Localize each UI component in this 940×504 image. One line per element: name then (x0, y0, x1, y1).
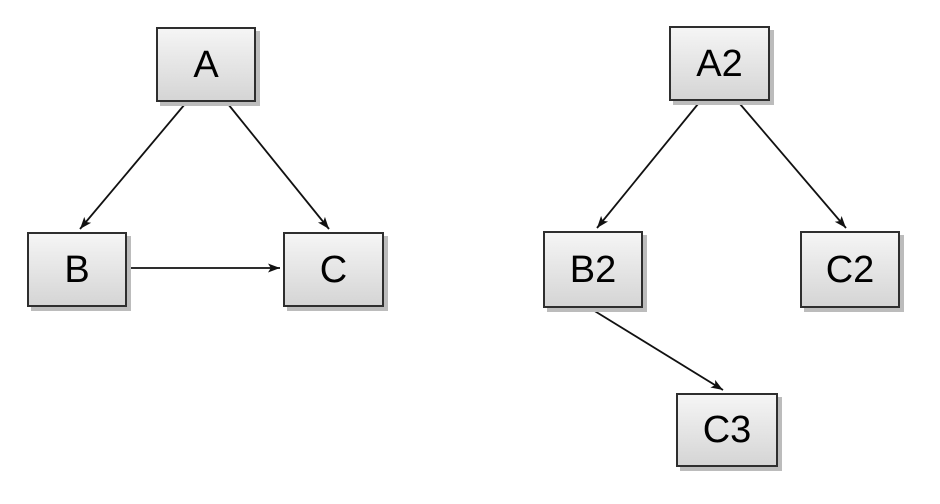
node-a[interactable]: A (156, 27, 256, 102)
node-a2[interactable]: A2 (669, 26, 770, 101)
node-label-b2: B2 (569, 248, 617, 291)
edge-a2-to-b2 (596, 103, 699, 229)
node-c[interactable]: C (283, 232, 384, 307)
edge-a2-to-c2 (739, 103, 847, 229)
node-b2[interactable]: B2 (543, 231, 643, 308)
edge-b2-to-c3 (592, 309, 724, 391)
edge-a-to-b (79, 103, 186, 230)
node-label-a2: A2 (696, 42, 743, 85)
node-c2[interactable]: C2 (800, 231, 900, 308)
node-c3[interactable]: C3 (676, 393, 778, 467)
edge-a-to-c (227, 103, 330, 230)
node-label-c3: C3 (702, 409, 752, 451)
node-label-c: C (319, 248, 348, 291)
node-label-a: A (193, 43, 219, 86)
node-b[interactable]: B (27, 232, 127, 307)
node-label-c2: C2 (825, 248, 875, 291)
node-label-b: B (64, 248, 90, 291)
